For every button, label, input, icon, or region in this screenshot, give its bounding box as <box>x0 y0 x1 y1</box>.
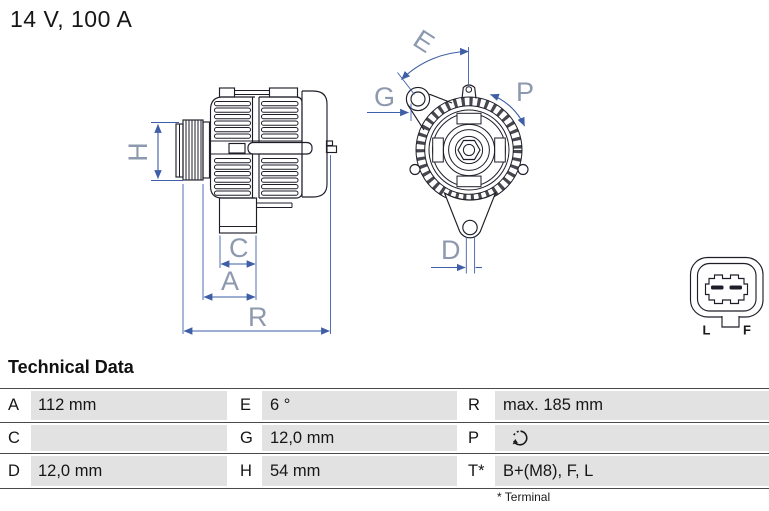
table-key: A <box>0 389 31 422</box>
table-title: Technical Data <box>8 357 134 377</box>
table-key: D <box>0 454 31 488</box>
mounting-foot <box>218 197 293 234</box>
pin-l <box>711 285 724 290</box>
table-row: A 112 mm E 6 ° R max. 185 mm <box>0 388 769 422</box>
dimension-p: P <box>490 77 534 127</box>
cooling-fins-front <box>214 101 251 196</box>
table-key: T* <box>457 454 495 488</box>
dim-label-h: H <box>123 142 153 162</box>
side-view: H C A R <box>123 87 338 335</box>
alternator-housing-side <box>209 87 338 234</box>
fan-guard-and-shaft <box>428 109 510 191</box>
table-key: G <box>227 423 262 453</box>
b-plus-terminal <box>325 140 338 154</box>
mounting-ear <box>405 86 453 131</box>
table-key: E <box>227 389 262 422</box>
dim-label-g: G <box>374 82 395 112</box>
side-lug-right <box>517 163 529 176</box>
table-key: C <box>0 423 31 453</box>
dim-label-r: R <box>248 302 268 332</box>
dim-label-p: P <box>516 77 534 107</box>
through-bolt-head <box>228 142 246 154</box>
dimension-c-a-r: C A R <box>182 155 331 335</box>
dim-label-c: C <box>229 233 249 263</box>
table-value: B+(M8), F, L <box>495 456 769 486</box>
table-key: H <box>227 454 262 488</box>
voltage-amperage-rating: 14 V, 100 A <box>10 6 133 32</box>
dim-label-d: D <box>441 235 461 265</box>
shaft-nut-hex <box>457 139 481 161</box>
connector-pin-label-f: F <box>743 323 751 338</box>
pulley <box>175 119 211 181</box>
pin-f <box>729 285 742 290</box>
connector-pin-label-l: L <box>703 323 711 338</box>
dimension-g: G <box>367 82 412 121</box>
connector-tab <box>721 316 740 328</box>
table-value: 54 mm <box>262 456 457 486</box>
table-value: max. 185 mm <box>495 391 769 420</box>
table-value: 112 mm <box>31 391 227 420</box>
dimension-h: H <box>123 122 183 181</box>
table-value <box>31 425 227 451</box>
front-view: E G P D <box>367 24 534 274</box>
dim-label-e: E <box>408 24 439 59</box>
bottom-lug <box>443 191 497 239</box>
table-value: 6 ° <box>262 391 457 420</box>
top-mount-tab <box>218 87 236 98</box>
table-value <box>495 425 769 451</box>
plug-profile <box>704 274 749 305</box>
side-lug-left <box>409 163 421 176</box>
table-row: C G 12,0 mm P <box>0 422 769 453</box>
table-value: 12,0 mm <box>262 425 457 451</box>
cooling-fins-rear <box>261 101 299 196</box>
dimension-e: E <box>397 24 469 95</box>
top-lug <box>461 84 477 99</box>
through-bolt <box>247 141 313 155</box>
table-value: 12,0 mm <box>31 456 227 486</box>
rotation-direction-icon <box>512 430 528 446</box>
dimension-d: D <box>431 235 482 274</box>
dim-label-a: A <box>221 266 239 296</box>
alternator-technical-drawing: H C A R <box>123 24 764 338</box>
table-key: P <box>457 423 495 453</box>
table-row: D 12,0 mm H 54 mm T* B+(M8), F, L <box>0 453 769 488</box>
terminal-footnote: * Terminal <box>497 490 551 504</box>
top-mount-tab <box>268 87 299 98</box>
connector-diagram: L F <box>689 256 764 338</box>
table-key: R <box>457 389 495 422</box>
technical-data-table: A 112 mm E 6 ° R max. 185 mm C G 12,0 mm… <box>0 388 769 489</box>
